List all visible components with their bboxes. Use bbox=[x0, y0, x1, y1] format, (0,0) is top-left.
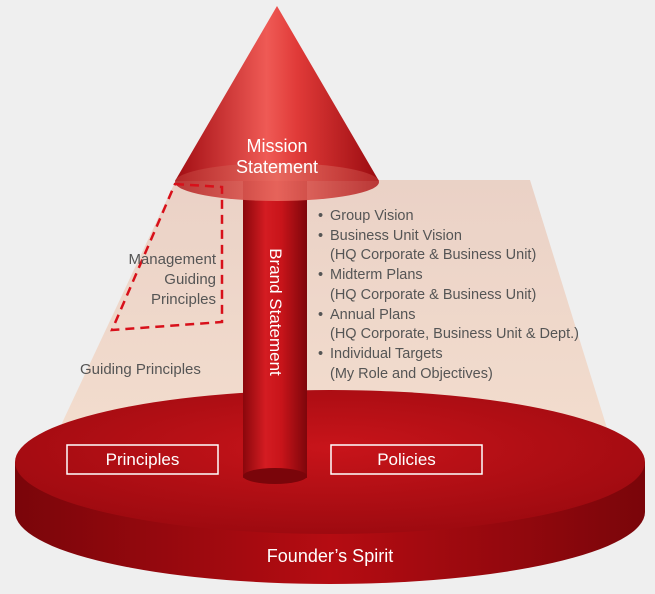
management-line-1: Management bbox=[128, 251, 216, 268]
policies-box bbox=[330, 444, 483, 475]
list-item: •Business Unit Vision bbox=[318, 227, 462, 244]
list-item: •Group Vision bbox=[318, 208, 414, 224]
mission-line-1: Mission bbox=[246, 136, 308, 156]
principles-box bbox=[66, 444, 219, 475]
brand-statement-pillar bbox=[243, 160, 307, 478]
list-item: •Individual Targets bbox=[318, 345, 443, 362]
management-dashed-outline bbox=[110, 182, 224, 332]
principles-label: Principles bbox=[105, 450, 180, 469]
guiding-principles-label: Guiding Principles bbox=[80, 361, 201, 378]
mission-line-2: Statement bbox=[235, 157, 319, 177]
management-line-3: Principles bbox=[150, 291, 216, 308]
list-item: •Midterm Plans bbox=[318, 267, 423, 284]
list-item: (HQ Corporate & Business Unit) bbox=[330, 247, 537, 264]
brand-statement-label: Brand Statement bbox=[266, 248, 285, 376]
base-disc bbox=[15, 390, 645, 534]
founders-spirit-label: Founder’s Spirit bbox=[266, 546, 394, 566]
plans-list: •Group Vision •Business Unit Vision (HQ … bbox=[318, 207, 579, 384]
list-item: •Annual Plans bbox=[318, 306, 416, 323]
light-beam bbox=[40, 180, 620, 470]
policies-label: Policies bbox=[377, 450, 436, 469]
mission-statement-label: Mission Statement bbox=[224, 136, 330, 178]
pillar-base bbox=[243, 468, 307, 484]
cone-cap bbox=[175, 163, 379, 201]
list-item: (HQ Corporate, Business Unit & Dept.) bbox=[330, 326, 580, 343]
mission-cone bbox=[175, 6, 379, 181]
management-guiding-principles-label: Management Guiding Principles bbox=[102, 250, 216, 310]
list-item: (My Role and Objectives) bbox=[330, 365, 493, 382]
list-item: (HQ Corporate & Business Unit) bbox=[330, 286, 537, 303]
management-line-2: Guiding bbox=[164, 271, 216, 288]
